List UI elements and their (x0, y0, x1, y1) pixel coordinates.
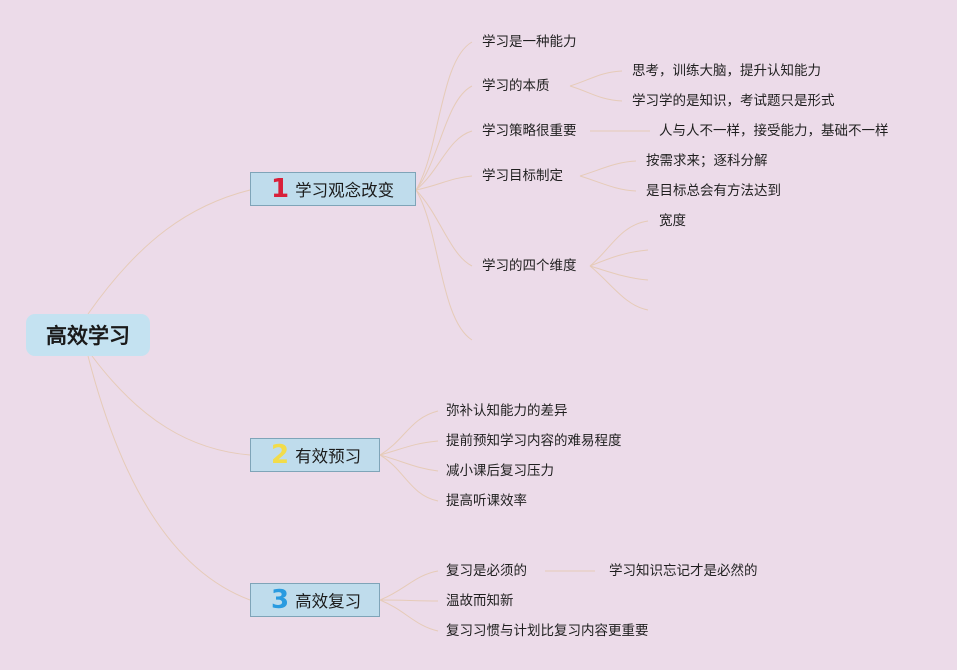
topic-b3-c1-s1[interactable]: 学习知识忘记才是必然的 (609, 563, 758, 579)
connector-c4-2 (579, 175, 637, 192)
topic-b3-c2[interactable]: 温故而知新 (446, 593, 514, 609)
branch-3-topic[interactable]: 3 高效复习 (250, 583, 380, 617)
topic-b1-c1[interactable]: 学习是一种能力 (482, 34, 577, 50)
connector-c5-4 (589, 265, 649, 311)
connector-b1-c2 (415, 85, 473, 191)
connector-c5-2 (589, 249, 649, 267)
topic-b1-c4-s2[interactable]: 是目标总会有方法达到 (646, 183, 781, 199)
branch-1-number-icon: 1 (271, 174, 290, 204)
connector-b3-c2 (379, 599, 439, 602)
topic-b1-c5[interactable]: 学习的四个维度 (482, 258, 577, 274)
root-topic[interactable]: 高效学习 (26, 314, 150, 356)
topic-b1-c2[interactable]: 学习的本质 (482, 78, 550, 94)
topic-b1-c5-s1[interactable]: 宽度 (659, 213, 686, 229)
connector-c2-2 (569, 85, 623, 102)
connector-b3-c1 (379, 570, 439, 601)
topic-b2-c2[interactable]: 提前预知学习内容的难易程度 (446, 433, 622, 449)
connector-c2-1 (569, 70, 623, 87)
connector-b2-c3 (379, 454, 439, 472)
connector-b1-c3 (415, 130, 473, 191)
connector-c5-3 (589, 265, 649, 281)
connector-b3-c3 (379, 599, 439, 632)
connector-c5-1 (589, 220, 649, 267)
connector-root-b3 (87, 355, 251, 601)
topic-b1-c4[interactable]: 学习目标制定 (482, 168, 563, 184)
topic-b3-c1[interactable]: 复习是必须的 (446, 563, 527, 579)
connector-b2-c1 (379, 410, 439, 456)
branch-2-label: 有效预习 (295, 447, 362, 466)
connector-root-b2 (91, 355, 251, 456)
topic-b1-c4-s1[interactable]: 按需求来；逐科分解 (646, 153, 768, 169)
branch-3-label: 高效复习 (295, 592, 362, 611)
connector-b1-c6 (415, 189, 473, 341)
connector-b2-c2 (379, 440, 439, 456)
topic-b1-c2-s2[interactable]: 学习学的是知识，考试题只是形式 (632, 93, 835, 109)
branch-2-topic[interactable]: 2 有效预习 (250, 438, 380, 472)
branch-3-number-icon: 3 (271, 585, 290, 615)
connector-b1-c4 (415, 175, 473, 191)
branch-2-number-icon: 2 (271, 440, 290, 470)
topic-b1-c3-s1[interactable]: 人与人不一样，接受能力，基础不一样 (659, 123, 889, 139)
connector-b2-c4 (379, 454, 439, 502)
connector-root-b1 (87, 189, 251, 315)
topic-b2-c1[interactable]: 弥补认知能力的差异 (446, 403, 568, 419)
branch-1-label: 学习观念改变 (295, 181, 395, 200)
topic-b1-c2-s1[interactable]: 思考，训练大脑，提升认知能力 (632, 63, 821, 79)
branch-1-topic[interactable]: 1 学习观念改变 (250, 172, 416, 206)
connector-b1-c5 (415, 189, 473, 267)
connector-b1-c1 (415, 41, 473, 191)
topic-b1-c3[interactable]: 学习策略很重要 (482, 123, 577, 139)
topic-b2-c4[interactable]: 提高听课效率 (446, 493, 527, 509)
topic-b2-c3[interactable]: 减小课后复习压力 (446, 463, 554, 479)
connector-c4-1 (579, 160, 637, 177)
topic-b3-c3[interactable]: 复习习惯与计划比复习内容更重要 (446, 623, 649, 639)
